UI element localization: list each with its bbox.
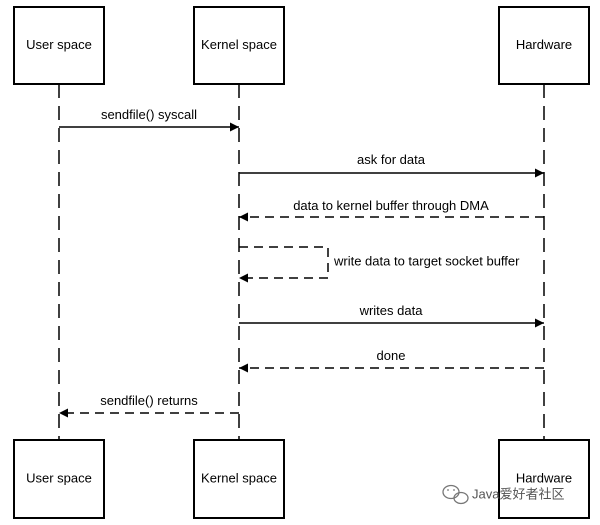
watermark: Java爱好者社区 [442,484,564,505]
participant-bottom-kernel-space: Kernel space [193,439,285,519]
message-write-to-socket-buffer: write data to target socket buffer [239,246,520,283]
participant-label: User space [26,37,92,52]
message-label: writes data [359,303,424,318]
wechat-icon [442,484,469,505]
message-label: sendfile() returns [100,393,198,408]
participant-label: Kernel space [201,37,277,52]
participant-bottom-hardware: Hardware [498,439,590,519]
participant-label: User space [26,470,92,485]
message-label: done [377,348,406,363]
message-sendfile-syscall: sendfile() syscall [59,107,239,132]
watermark-text: Java爱好者社区 [472,486,564,501]
message-data-to-kernel-buffer: data to kernel buffer through DMA [239,198,544,222]
message-label: data to kernel buffer through DMA [293,198,489,213]
message-label: sendfile() syscall [101,107,197,122]
message-label: ask for data [357,152,426,167]
message-sendfile-returns: sendfile() returns [59,393,239,418]
message-done: done [239,348,544,373]
participant-label: Kernel space [201,470,277,485]
participant-label: Hardware [516,37,572,52]
participant-label: Hardware [516,470,572,485]
participant-bottom-user-space: User space [13,439,105,519]
participant-top-user-space: User space [13,6,105,85]
message-ask-for-data: ask for data [239,152,544,178]
message-label: write data to target socket buffer [333,253,520,268]
participant-top-kernel-space: Kernel space [193,6,285,85]
message-writes-data: writes data [239,303,544,328]
participant-top-hardware: Hardware [498,6,590,85]
